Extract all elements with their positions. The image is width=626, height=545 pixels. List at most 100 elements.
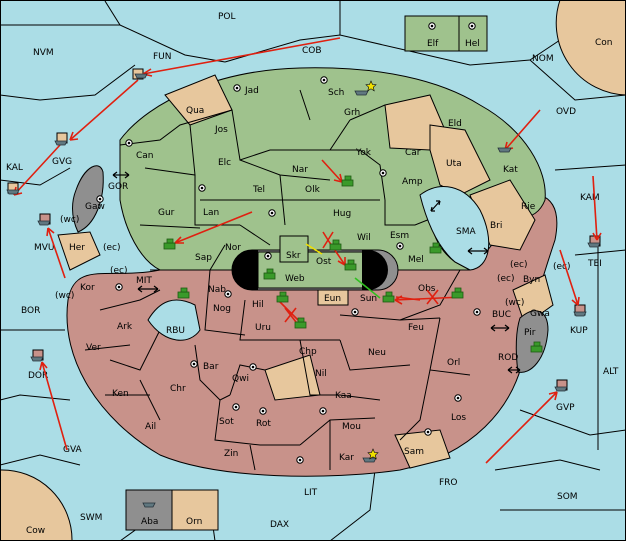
- label-nar: Nar: [292, 165, 308, 175]
- fleet-unit: [362, 457, 377, 463]
- label-nog: Nog: [213, 304, 231, 314]
- label-nil: Nil: [315, 369, 327, 379]
- label-can: Can: [136, 151, 154, 161]
- label-kal: KAL: [6, 163, 23, 173]
- province-con[interactable]: [555, 0, 626, 96]
- label-uta: Uta: [446, 159, 462, 169]
- svg-text:(wc): (wc): [60, 215, 79, 225]
- province-borders: [84, 89, 471, 471]
- army-unit: [382, 291, 395, 303]
- label-hil: Hil: [252, 300, 264, 310]
- fleet-unit: [573, 311, 587, 317]
- army-unit: [344, 259, 357, 271]
- fleet-unit: [142, 502, 156, 508]
- fleet-unit: [134, 73, 148, 79]
- label-ail: Ail: [145, 422, 156, 432]
- label-sam: Sam: [404, 447, 424, 457]
- label-los: Los: [451, 413, 466, 423]
- label-elc: Elc: [218, 158, 231, 168]
- label-mel: Mel: [408, 255, 424, 265]
- label-pir: Pir: [524, 328, 536, 338]
- fleet-unit: [587, 242, 601, 248]
- label-lit: LIT: [304, 488, 318, 498]
- label-gwa: Gwa: [530, 309, 550, 319]
- label-car: Car: [405, 148, 421, 158]
- label-sch: Sch: [328, 88, 344, 98]
- svg-text:MVU: MVU: [34, 243, 55, 253]
- label-cob: COB: [302, 46, 322, 56]
- label-yok: Yok: [355, 148, 372, 158]
- label-ark: Ark: [117, 322, 133, 332]
- label-lan: Lan: [203, 208, 219, 218]
- label-ovd: OVD: [556, 107, 576, 117]
- province-skr[interactable]: [279, 235, 309, 263]
- label-ver: Ver: [86, 343, 101, 353]
- fleet-unit: [37, 220, 51, 226]
- label-kaa: Kaa: [335, 391, 352, 401]
- port-markers: GVG MVU DOR TEI KUP GVP: [7, 68, 602, 413]
- label-zin: Zin: [224, 449, 238, 459]
- label-swm: SWM: [80, 513, 102, 523]
- province-gaw[interactable]: [72, 165, 104, 233]
- province-orn[interactable]: [171, 489, 219, 531]
- label-cow: Cow: [26, 526, 45, 536]
- army-unit: [451, 287, 464, 299]
- label-rbu: RBU: [166, 326, 185, 336]
- army-unit: [276, 291, 289, 303]
- order-arrows: [13, 37, 602, 464]
- label-kor: Kor: [80, 283, 95, 293]
- label-sap: Sap: [195, 253, 212, 263]
- label-qua: Qua: [186, 106, 204, 116]
- label-kat: Kat: [503, 165, 518, 175]
- svg-text:(ec): (ec): [110, 266, 128, 276]
- label-byn: Byn: [523, 275, 540, 285]
- label-web: Web: [285, 274, 305, 284]
- label-gur: Gur: [158, 208, 175, 218]
- label-con: Con: [595, 38, 613, 48]
- province-cow[interactable]: [0, 469, 73, 542]
- fleet-unit: [6, 189, 20, 195]
- svg-text:(ec): (ec): [497, 274, 515, 284]
- province-aba[interactable]: [125, 489, 173, 531]
- label-ken: Ken: [112, 389, 129, 399]
- label-gaw: Gaw: [85, 202, 105, 212]
- label-eun: Eun: [324, 294, 341, 304]
- province-gwa[interactable]: [512, 274, 554, 326]
- supply-centers: [96, 76, 481, 464]
- island-elf-hel[interactable]: [404, 15, 488, 52]
- star-markers: [365, 80, 379, 460]
- passage-arrows: [112, 171, 521, 374]
- label-gor: GOR: [108, 182, 128, 192]
- army-unit: [294, 317, 307, 329]
- label-sun: Sun: [360, 294, 377, 304]
- svg-text:(ec): (ec): [510, 260, 528, 270]
- label-fun: FUN: [153, 52, 172, 62]
- label-esm: Esm: [390, 231, 409, 241]
- label-kar: Kar: [339, 453, 354, 463]
- label-feu: Feu: [408, 323, 424, 333]
- army-unit: [163, 238, 176, 250]
- label-nab: Nab: [208, 285, 226, 295]
- label-sot: Sot: [219, 417, 234, 427]
- label-kam: KAM: [580, 193, 600, 203]
- province-her[interactable]: [57, 231, 101, 271]
- label-mou: Mou: [342, 422, 361, 432]
- province-pir[interactable]: [515, 310, 549, 373]
- label-hel: Hel: [465, 39, 480, 49]
- label-mit: MIT: [136, 276, 152, 286]
- label-nvm: NVM: [33, 48, 54, 58]
- svg-text:(wc): (wc): [505, 298, 524, 308]
- label-pol: POL: [218, 12, 236, 22]
- label-som: SOM: [557, 492, 578, 502]
- label-her: Her: [69, 243, 85, 253]
- army-unit: [530, 341, 543, 353]
- label-chr: Chr: [170, 384, 186, 394]
- fleet-unit: [497, 147, 512, 153]
- label-gva: GVA: [63, 445, 83, 455]
- fleet-unit: [554, 386, 568, 392]
- label-nom: NOM: [532, 54, 554, 64]
- fleet-units: [6, 73, 601, 508]
